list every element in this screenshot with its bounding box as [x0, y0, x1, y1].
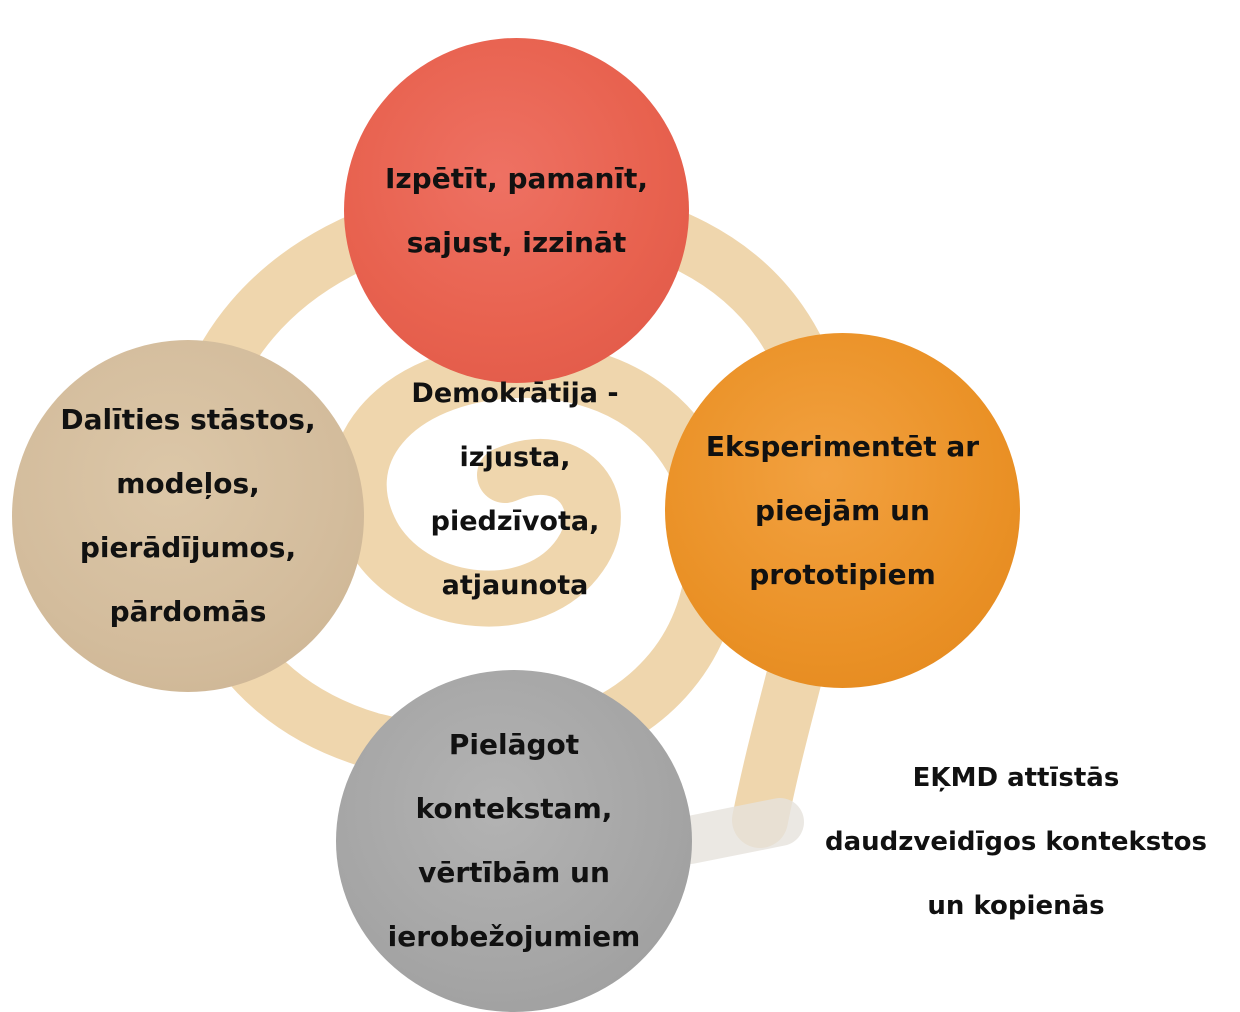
- center-label-line-4: atjaunota: [441, 570, 589, 601]
- caption-line-1: EĶMD attīstās: [912, 763, 1120, 793]
- circle-experiment-line-3: prototipiem: [749, 557, 936, 591]
- circle-experiment-line-1: Eksperimentēt ar: [705, 429, 980, 463]
- circle-adapt-line-1: Pielāgot: [448, 728, 580, 761]
- circle-share: Dalīties stāstos, modeļos, pierādījumos,…: [12, 340, 364, 692]
- center-label-line-1: Demokrātija -: [411, 378, 619, 409]
- circle-adapt-line-3: vērtībām un: [418, 856, 610, 889]
- circle-explore: Izpētīt, pamanīt, sajust, izzināt: [344, 38, 689, 383]
- circle-adapt: Pielāgot kontekstam, vērtībām un ierobež…: [336, 670, 692, 1012]
- circle-experiment-line-2: pieejām un: [755, 493, 930, 527]
- diagram-caption: EĶMD attīstās daudzveidīgos kontekstos u…: [792, 746, 1240, 938]
- spiral-tail: [666, 798, 804, 864]
- center-label: Demokrātija - izjusta, piedzīvota, atjau…: [380, 362, 650, 618]
- circle-experiment: Eksperimentēt ar pieejām un prototipiem: [665, 333, 1020, 688]
- caption-line-2: daudzveidīgos kontekstos: [825, 827, 1207, 857]
- circle-share-line-2: modeļos,: [116, 467, 260, 500]
- center-label-line-3: piedzīvota,: [430, 506, 600, 537]
- circle-explore-line-2: sajust, izzināt: [406, 225, 627, 259]
- circle-adapt-line-2: kontekstam,: [415, 792, 613, 825]
- circle-share-line-1: Dalīties stāstos,: [60, 403, 316, 436]
- circle-share-line-3: pierādījumos,: [79, 531, 297, 564]
- center-label-line-2: izjusta,: [459, 442, 571, 473]
- circle-explore-line-1: Izpētīt, pamanīt,: [384, 161, 649, 195]
- caption-line-3: un kopienās: [927, 891, 1105, 921]
- circle-adapt-line-4: ierobežojumiem: [387, 920, 641, 953]
- circle-share-line-4: pārdomās: [109, 595, 267, 628]
